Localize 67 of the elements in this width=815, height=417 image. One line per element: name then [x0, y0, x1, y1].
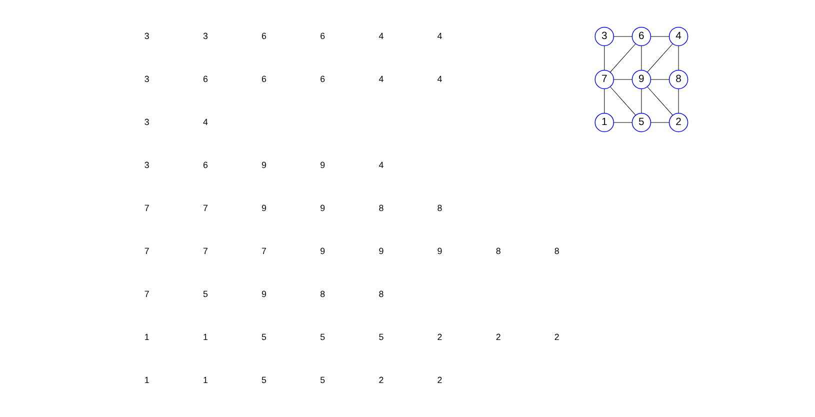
label: 7 [202, 246, 208, 256]
label: 6 [202, 160, 208, 170]
label: 4 [378, 30, 384, 41]
node-circle: 9 [632, 70, 652, 90]
label: 6 [202, 74, 208, 84]
label: 3 [144, 74, 150, 84]
label: 7 [262, 246, 266, 256]
label: 8 [554, 246, 560, 256]
label: 5 [262, 332, 266, 342]
label: 1 [202, 374, 208, 385]
label: 6 [262, 74, 266, 84]
node-circle: 8 [668, 70, 688, 90]
label: 9 [262, 288, 266, 299]
node-circle: 4 [668, 26, 688, 46]
label: 1 [144, 332, 150, 342]
label: 5 [378, 332, 384, 342]
connector [647, 86, 673, 116]
label: 2 [437, 332, 442, 342]
label: 5 [320, 374, 326, 385]
label: 3 [144, 160, 150, 170]
label: 2 [496, 332, 501, 342]
label: 3 [144, 30, 150, 41]
node-circle: 2 [668, 112, 688, 132]
label: 5 [320, 332, 326, 342]
label: 7 [202, 202, 208, 213]
label: 8 [378, 288, 384, 299]
label: 9 [262, 202, 266, 213]
connector [604, 88, 605, 114]
node-circle: 5 [632, 112, 652, 132]
label: 8 [437, 202, 442, 213]
label: 7 [144, 288, 150, 299]
node-circle: 7 [594, 70, 614, 90]
label: 4 [202, 116, 208, 127]
label: 9 [262, 160, 266, 170]
label: 7 [144, 246, 150, 256]
label: 9 [320, 202, 326, 213]
label: 2 [437, 374, 442, 385]
label: 9 [378, 246, 384, 256]
connector [610, 86, 636, 116]
node-circle: 6 [632, 26, 652, 46]
label: 2 [554, 332, 560, 342]
label: 5 [262, 374, 266, 385]
label: 6 [262, 30, 266, 41]
label: 6 [320, 30, 326, 41]
label: 4 [437, 30, 442, 41]
label: 4 [437, 74, 442, 84]
label: 7 [144, 202, 150, 213]
label: 6 [320, 74, 326, 84]
label: 1 [144, 374, 150, 385]
connector [647, 44, 673, 72]
label: 1 [202, 332, 208, 342]
label: 2 [378, 374, 384, 385]
label: 3 [144, 116, 150, 127]
label: 8 [496, 246, 501, 256]
node-circle: 1 [594, 112, 614, 132]
connector [604, 46, 605, 70]
label: 4 [378, 74, 384, 84]
label: 8 [320, 288, 326, 299]
label: 8 [378, 202, 384, 213]
label: 3 [202, 30, 208, 41]
label: 4 [378, 160, 384, 170]
label: 5 [202, 288, 208, 299]
label: 9 [320, 246, 326, 256]
label: 9 [437, 246, 442, 256]
connector [610, 44, 636, 72]
node-circle: 3 [594, 26, 614, 46]
label: 9 [320, 160, 326, 170]
